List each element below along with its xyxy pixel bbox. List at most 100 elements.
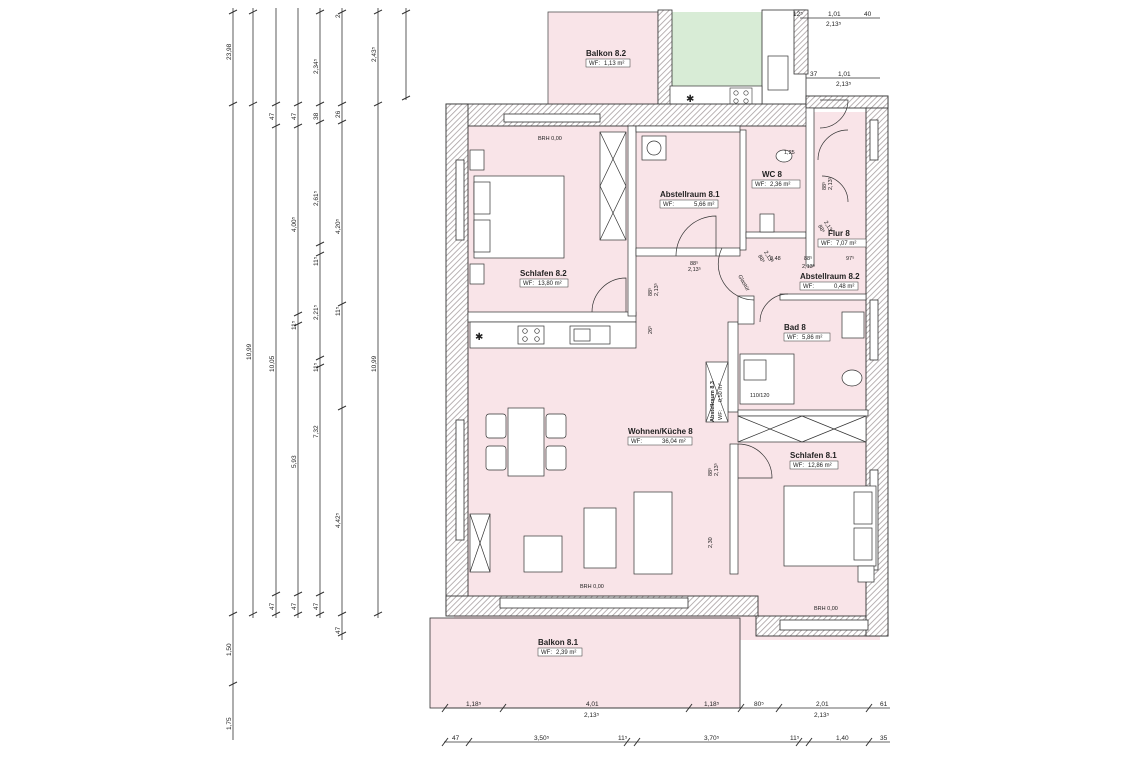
room-area-label-abstellraum-83: WF:: [718, 409, 724, 420]
room-area-label-schlafen-81: WF:: [793, 463, 804, 469]
top-dim-row1-0: 12⁵: [793, 11, 803, 18]
dim-048: 0,48: [770, 256, 781, 262]
room-area-balkon-81: 2,39 m²: [556, 650, 576, 656]
bottom-dim-row1-3: 80⁵: [754, 701, 764, 708]
sink-icon: [767, 55, 789, 91]
dim-88-c: 88⁵: [821, 182, 828, 190]
top-dim-row1-2: 40: [864, 11, 872, 18]
vdim-v6-3: 11⁵: [335, 306, 342, 316]
room-name-balkon-81: Balkon 8.1: [538, 638, 579, 647]
furniture: [469, 131, 877, 583]
room-name-schlafen-81: Schlafen 8.1: [790, 451, 837, 460]
vdim-v4-0: 47: [291, 112, 298, 120]
label-abstellraum-81: Abstellraum 8.1 WF: 5,66 m²: [659, 190, 720, 209]
hob-icon: [729, 87, 753, 107]
wall-segment: [793, 9, 809, 75]
room-area-abstellraum-82: 0,48 m²: [834, 284, 854, 290]
room-area-label-abstellraum-82: WF:: [803, 284, 814, 290]
room-area-label-wohnen-kueche-8: WF:: [631, 439, 642, 445]
dim-125: 1,25: [784, 150, 795, 156]
bottom-dim-row2-1: 3,50⁵: [534, 735, 550, 742]
label-schlafen-82: Schlafen 8.2 WF: 13,80 m²: [519, 269, 569, 288]
room-area-schlafen-81: 12,86 m²: [808, 463, 832, 469]
bottom-dim-row2-6: 35: [880, 735, 888, 742]
fridge-snowflake-icon: ✱: [686, 94, 694, 105]
room-area-label-bad-8: WF:: [787, 335, 798, 341]
vdim-v5-2: 2,61⁵: [313, 190, 320, 206]
top-dim-row1-1: 1,01: [828, 11, 841, 18]
dim-88-b: 88⁵: [647, 288, 654, 296]
label-wohnen-kueche-8: Wohnen/Küche 8 WF: 36,04 m²: [627, 427, 693, 446]
vdim-v5-4: 2,21⁵: [313, 304, 320, 320]
room-area-abstellraum-81: 5,66 m²: [694, 202, 714, 208]
top-dim-row2-1: 1,01: [838, 71, 851, 78]
vdim-v6-1: 26: [335, 110, 342, 118]
vertical-dimensions: [228, 8, 411, 740]
brh-right: BRH 0,00: [814, 606, 838, 612]
dim-230: 2,30: [708, 537, 714, 548]
bottom-dim-row1-sub-0: 2,13⁵: [584, 712, 600, 719]
room-area-wohnen-kueche-8: 36,04 m²: [662, 439, 686, 445]
label-flur-8: Flur 8 WF: 7,07 m²: [817, 229, 867, 248]
dim-88-d: 88⁵: [756, 254, 766, 265]
vdim-v5-1: 38: [313, 112, 320, 120]
vdim-v6-4: 4,42⁵: [335, 512, 342, 528]
room-name-flur-8: Flur 8: [828, 229, 850, 238]
vdim-v5-3: 11⁵: [313, 256, 320, 266]
vdim-v3-2: 47: [269, 602, 276, 610]
top-dim-row2-sub: 2,13⁵: [836, 81, 852, 88]
room-area-label-wc-8: WF:: [755, 182, 766, 188]
bottom-dim-row2-5: 1,40: [836, 735, 849, 742]
dim-88-f: 88⁵: [707, 468, 714, 476]
vdim-v5-0: 2,34⁵: [313, 58, 320, 74]
room-area-flur-8: 7,07 m²: [836, 241, 856, 247]
shower-size: 110/120: [750, 393, 769, 399]
room-area-label-schlafen-82: WF:: [523, 281, 534, 287]
room-name-abstellraum-82: Abstellraum 8.2: [800, 272, 860, 281]
room-area-balkon-82: 1,13 m²: [604, 61, 624, 67]
room-area-label-abstellraum-81: WF:: [663, 202, 674, 208]
top-dimensions: 12⁵ 1,01 40 2,13⁵ 37 1,01 2,13⁵: [793, 11, 880, 88]
vdim-v1-0: 23,98: [226, 43, 233, 60]
vdim-v2-0: 10,99: [246, 343, 253, 360]
room-name-schlafen-82: Schlafen 8.2: [520, 269, 567, 278]
dim-213-a: 2,13⁵: [688, 266, 701, 273]
vdim-v5-5: 11⁵: [313, 362, 320, 372]
room-name-bad-8: Bad 8: [784, 323, 806, 332]
label-abstellraum-83: Abstellraum 8.3 WF: 0,50 m²: [710, 381, 724, 422]
vdim-v4-3: 5,93: [291, 455, 298, 468]
label-wc-8: WC 8 WF: 2,36 m²: [751, 170, 801, 189]
dim-26: 26⁵: [647, 326, 654, 334]
label-balkon-81: Balkon 8.1 WF: 2,39 m²: [537, 638, 583, 657]
dim-88-e: 88⁵: [804, 255, 812, 262]
label-schlafen-81: Schlafen 8.1 WF: 12,86 m²: [789, 451, 839, 470]
label-bad-8: Bad 8 WF: 5,86 m²: [783, 323, 831, 342]
dim-88-a: 88⁵: [690, 260, 698, 267]
wardrobe-81: [737, 415, 867, 443]
vdim-v2-2: 1,75: [226, 717, 233, 730]
vdim-v5-6: 7,32: [313, 425, 320, 438]
brh-bottom: BRH 0,00: [580, 584, 604, 590]
bottom-dimensions: 1,18⁵ 4,01 1,18⁵ 80⁵ 2,01 61 2,13⁵ 2,13⁵…: [441, 701, 890, 747]
bottom-dim-row1-0: 1,18⁵: [466, 701, 482, 708]
room-area-bad-8: 5,86 m²: [802, 335, 822, 341]
vdim-v4-1: 4,00⁵: [291, 216, 298, 232]
room-area-abstellraum-83: 0,50 m²: [718, 383, 724, 402]
balkon-81-area: [429, 617, 741, 709]
dim-213-b: 2,13⁵: [653, 283, 660, 296]
interior-walls: [467, 107, 869, 575]
bottom-dim-row1-4: 2,01: [816, 701, 829, 708]
dim-213-f: 2,13⁵: [713, 463, 720, 476]
dim-213-c: 2,13⁵: [827, 177, 834, 190]
coffee-table: [583, 507, 617, 569]
dim-213-e: 2,13⁵: [802, 263, 815, 270]
vdim-v3-1: 10,05: [269, 355, 276, 372]
room-area-wc-8: 2,36 m²: [770, 182, 790, 188]
vdim-v6-0: 2: [335, 14, 342, 18]
room-area-label-balkon-81: WF:: [541, 650, 552, 656]
bottom-dim-row1-sub-1: 2,13⁵: [814, 712, 830, 719]
wardrobe-82: [599, 131, 627, 241]
top-dim-row1-sub: 2,13⁵: [826, 21, 842, 28]
bottom-dim-row2-3: 3,70⁵: [704, 735, 720, 742]
vdim-v5-7: 47: [313, 602, 320, 610]
